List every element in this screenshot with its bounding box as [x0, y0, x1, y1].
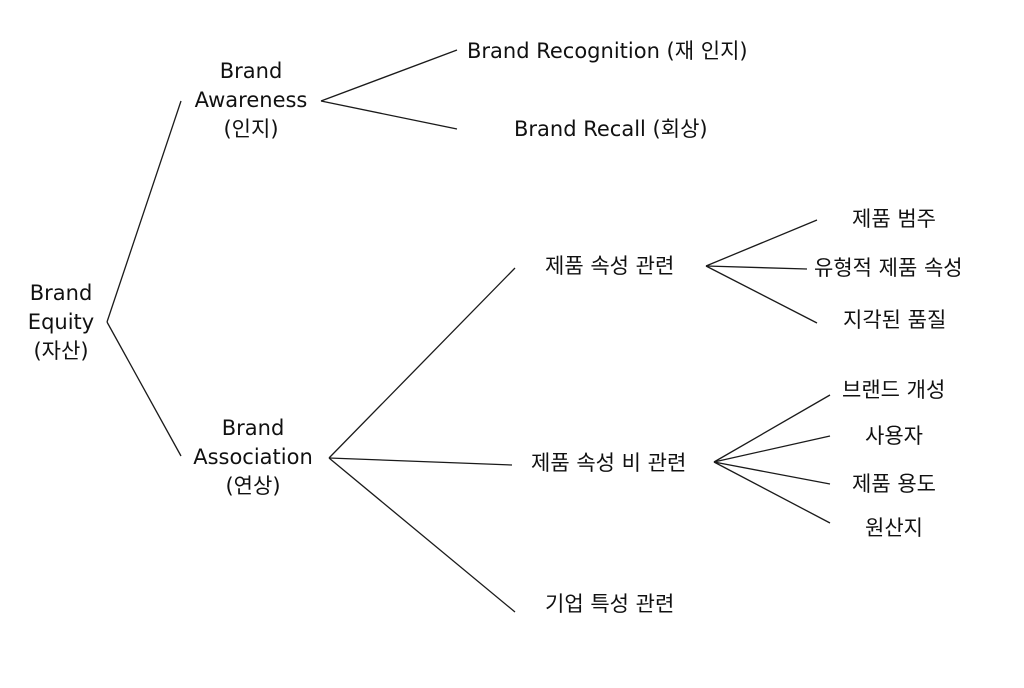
- node-brand-recall: Brand Recall (회상): [514, 117, 708, 141]
- node-brand-personality: 브랜드 개성: [842, 378, 946, 402]
- edge-equity-association: [106, 321, 182, 457]
- edge-association-product: [328, 267, 516, 459]
- node-brand-association: Brand Association (연상): [193, 416, 313, 498]
- edge-equity-awareness: [106, 100, 182, 323]
- edge-nonproduct-user: [713, 435, 831, 463]
- edge-nonproduct-usage: [713, 461, 831, 485]
- node-brand-awareness: Brand Awareness (인지): [194, 59, 308, 141]
- node-corporate-related: 기업 특성 관련: [545, 592, 675, 616]
- edge-product-quality: [705, 265, 818, 324]
- edge-nonproduct-personality: [713, 394, 831, 463]
- node-usage: 제품 용도: [852, 472, 936, 496]
- edge-association-corporate: [328, 457, 516, 613]
- node-brand-recognition: Brand Recognition (재 인지): [467, 39, 748, 63]
- node-product-related: 제품 속성 관련: [545, 254, 675, 278]
- edge-awareness-recall: [320, 100, 458, 130]
- node-brand-equity: Brand Equity (자산): [27, 281, 95, 363]
- node-perceived-quality: 지각된 품질: [843, 308, 947, 332]
- node-origin: 원산지: [865, 516, 923, 540]
- edge-nonproduct-origin: [713, 461, 831, 524]
- edge-awareness-recognition: [320, 49, 458, 102]
- node-product-category: 제품 범주: [852, 207, 936, 231]
- edge-product-tangible: [705, 265, 808, 270]
- edge-product-category: [705, 219, 818, 267]
- edge-association-nonproduct: [328, 457, 513, 466]
- node-user: 사용자: [865, 424, 923, 448]
- node-non-product-related: 제품 속성 비 관련: [531, 451, 687, 475]
- node-tangible-attributes: 유형적 제품 속성: [814, 256, 963, 280]
